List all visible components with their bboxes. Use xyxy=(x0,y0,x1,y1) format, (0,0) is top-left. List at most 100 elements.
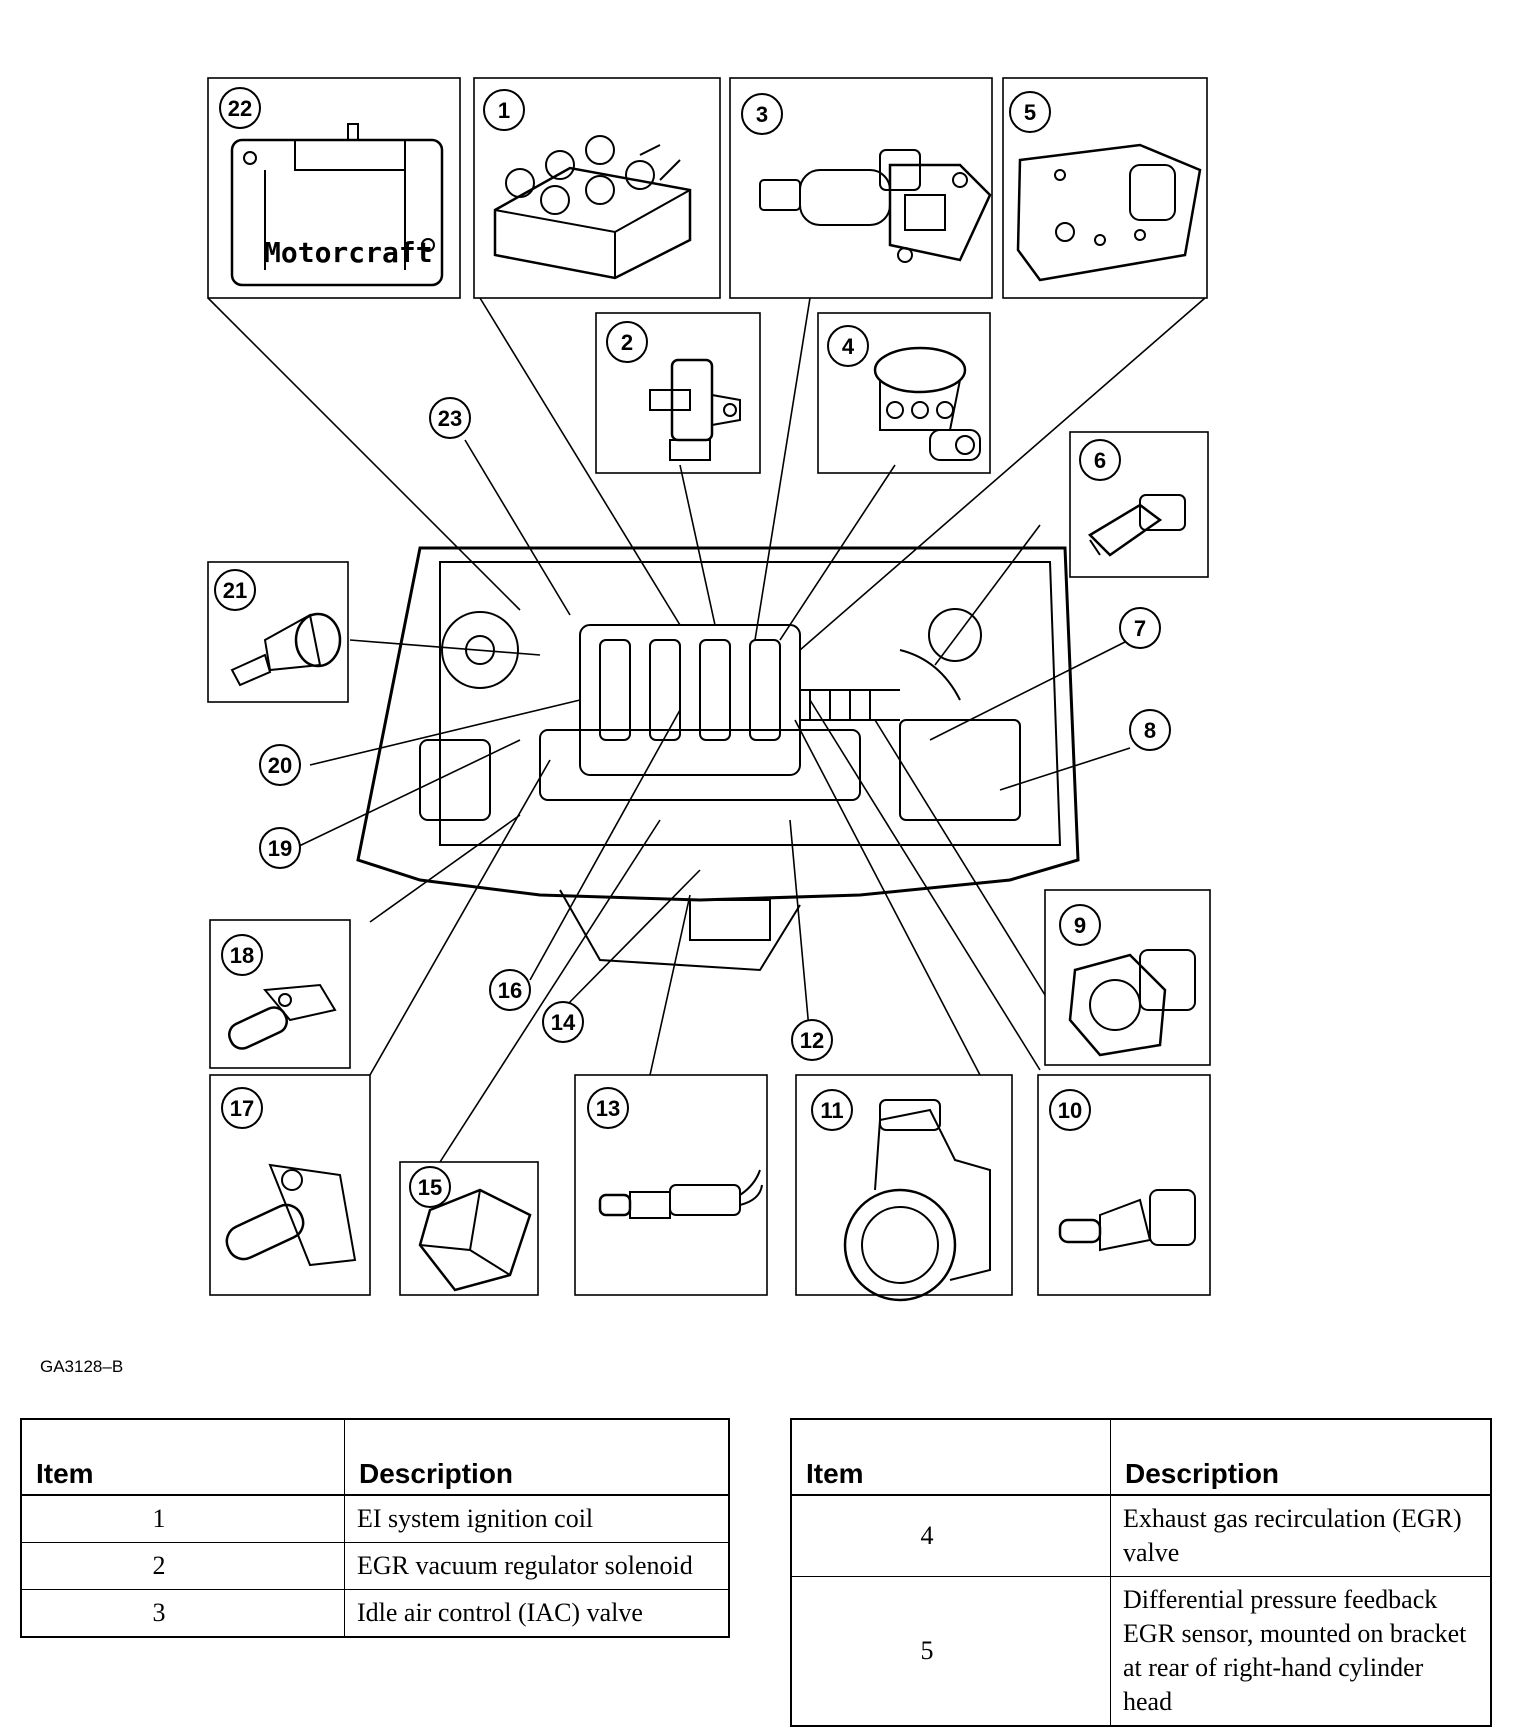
svg-text:19: 19 xyxy=(268,836,292,861)
svg-text:4: 4 xyxy=(842,334,855,359)
svg-text:13: 13 xyxy=(596,1096,620,1121)
svg-text:6: 6 xyxy=(1094,448,1106,473)
callout-8: 8 xyxy=(1129,709,1171,751)
dpfe-sensor-icon xyxy=(1016,143,1202,282)
legend-header-row: Item Description xyxy=(791,1419,1491,1496)
svg-text:10: 10 xyxy=(1058,1098,1082,1123)
callout-5: 5 xyxy=(1009,91,1051,133)
description-column-header: Description xyxy=(1110,1419,1491,1496)
callout-18: 18 xyxy=(221,934,263,976)
legend-item-number: 3 xyxy=(21,1589,345,1637)
svg-text:16: 16 xyxy=(498,978,522,1003)
svg-text:7: 7 xyxy=(1134,616,1146,641)
iac-valve-icon xyxy=(759,149,992,263)
svg-text:17: 17 xyxy=(230,1096,254,1121)
legend-item-description: EGR vacuum regulator solenoid xyxy=(344,1542,729,1590)
maf-sensor-icon xyxy=(843,1099,991,1302)
panel-4 xyxy=(817,312,991,474)
figure-id: GA3128–B xyxy=(40,1357,124,1376)
callout-20: 20 xyxy=(259,744,301,786)
engine-compartment xyxy=(356,546,1080,972)
callout-11: 11 xyxy=(811,1089,853,1131)
svg-text:3: 3 xyxy=(756,102,768,127)
legend-table-left: Item Description 1 EI system ignition co… xyxy=(20,1418,730,1638)
panel-18 xyxy=(209,919,351,1069)
panel-5 xyxy=(1002,77,1208,299)
svg-text:21: 21 xyxy=(223,578,247,603)
sensor-17-icon xyxy=(225,1163,357,1267)
legend-item-description: Differential pressure feedback EGR senso… xyxy=(1110,1576,1491,1726)
svg-text:15: 15 xyxy=(418,1175,442,1200)
panel-3 xyxy=(729,77,993,299)
callout-4: 4 xyxy=(827,325,869,367)
legend-row: 3 Idle air control (IAC) valve xyxy=(21,1589,729,1637)
description-column-header: Description xyxy=(344,1419,729,1496)
svg-text:23: 23 xyxy=(438,406,462,431)
egr-valve-icon xyxy=(873,346,981,461)
panel-10 xyxy=(1037,1074,1211,1296)
callout-10: 10 xyxy=(1049,1089,1091,1131)
pressure-switch-21-icon xyxy=(230,612,342,687)
legend-item-description: Exhaust gas recirculation (EGR) valve xyxy=(1110,1494,1491,1577)
motorcraft-logo-text: Motorcraft xyxy=(264,236,433,269)
svg-text:2: 2 xyxy=(621,330,633,355)
callout-23: 23 xyxy=(429,397,471,439)
leader-lines xyxy=(207,297,1206,1163)
callout-22: 22 xyxy=(219,87,261,129)
module-15-icon xyxy=(418,1188,532,1292)
legend-item-description: Idle air control (IAC) valve xyxy=(344,1589,729,1637)
legend-item-number: 5 xyxy=(791,1576,1111,1726)
svg-text:12: 12 xyxy=(800,1028,824,1053)
callout-16: 16 xyxy=(489,969,531,1011)
legend-item-number: 1 xyxy=(21,1494,345,1543)
svg-text:14: 14 xyxy=(551,1010,576,1035)
panel-17 xyxy=(209,1074,371,1296)
panel-21 xyxy=(207,561,349,703)
callout-6: 6 xyxy=(1079,439,1121,481)
panel-22 xyxy=(207,77,461,299)
svg-text:9: 9 xyxy=(1074,913,1086,938)
legend-item-number: 4 xyxy=(791,1494,1111,1577)
legend-item-number: 2 xyxy=(21,1542,345,1590)
ignition-coil-icon xyxy=(493,135,692,280)
callout-9: 9 xyxy=(1059,904,1101,946)
legend-header-row: Item Description xyxy=(21,1419,729,1496)
legend-item-description: EI system ignition coil xyxy=(344,1494,729,1543)
legend-row: 4 Exhaust gas recirculation (EGR) valve xyxy=(791,1494,1491,1577)
svg-text:1: 1 xyxy=(498,98,510,123)
oxygen-sensor-icon xyxy=(598,1169,763,1219)
svg-text:20: 20 xyxy=(268,753,292,778)
callout-21: 21 xyxy=(214,569,256,611)
tps-icon xyxy=(1068,949,1196,1057)
egr-solenoid-icon xyxy=(649,358,741,461)
panel-6 xyxy=(1069,431,1209,578)
legend-row: 1 EI system ignition coil xyxy=(21,1494,729,1543)
svg-text:8: 8 xyxy=(1144,718,1156,743)
callout-3: 3 xyxy=(741,93,783,135)
svg-text:11: 11 xyxy=(820,1098,843,1123)
panel-2 xyxy=(595,312,761,474)
item-column-header: Item xyxy=(791,1419,1111,1496)
panel-15 xyxy=(399,1161,539,1296)
callout-12: 12 xyxy=(791,1019,833,1061)
svg-text:5: 5 xyxy=(1024,100,1036,125)
temperature-sensor-10-icon xyxy=(1058,1189,1196,1252)
panel-13 xyxy=(574,1074,768,1296)
sensor-6-icon xyxy=(1087,494,1186,557)
item-column-header: Item xyxy=(21,1419,345,1496)
panel-1 xyxy=(473,77,721,299)
callout-14: 14 xyxy=(542,1001,584,1043)
callout-15: 15 xyxy=(409,1166,451,1208)
callout-19: 19 xyxy=(259,827,301,869)
panel-11 xyxy=(795,1074,1013,1296)
legend-table-right: Item Description 4 Exhaust gas recircula… xyxy=(790,1418,1492,1727)
callout-13: 13 xyxy=(587,1087,629,1129)
engine-component-locator-diagram: Motorcraft xyxy=(207,77,1211,1302)
svg-text:22: 22 xyxy=(228,96,252,121)
callout-1: 1 xyxy=(483,89,525,131)
svg-text:18: 18 xyxy=(230,943,254,968)
motorcraft-module-icon xyxy=(230,123,444,287)
sensor-18-icon xyxy=(228,983,337,1050)
callout-7: 7 xyxy=(1119,607,1161,649)
callout-2: 2 xyxy=(606,321,648,363)
